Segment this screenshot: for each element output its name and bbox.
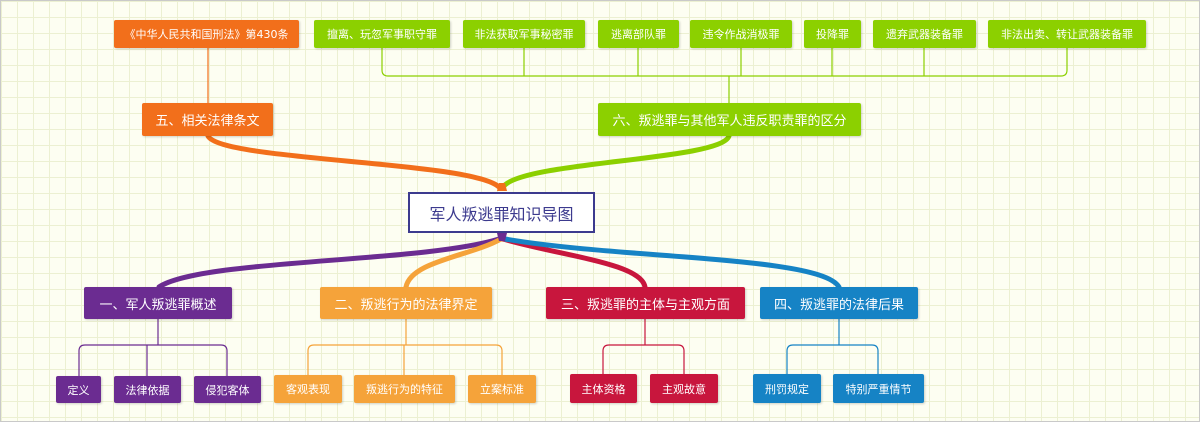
leaf-legal-basis[interactable]: 法律依据 [114, 376, 181, 403]
leaf-desertion[interactable]: 逃离部队罪 [598, 20, 679, 48]
bracket-legal-definition [307, 319, 503, 375]
bracket-distinction [381, 48, 1068, 103]
bracket-subject-and-intent [602, 319, 685, 374]
connector-branch-overview [156, 236, 502, 290]
root-node[interactable]: 军人叛逃罪知识导图 [408, 192, 595, 233]
branch-legal-provisions[interactable]: 五、相关法律条文 [142, 103, 273, 136]
connector-branch-legal-definition [403, 236, 504, 290]
connector-root-stub-top [497, 183, 507, 191]
leaf-illegal-military-secrets[interactable]: 非法获取军事秘密罪 [463, 20, 585, 48]
leaf-selling-weapons[interactable]: 非法出卖、转让武器装备罪 [988, 20, 1146, 48]
branch-legal-consequences[interactable]: 四、叛逃罪的法律后果 [760, 287, 918, 319]
leaf-surrender[interactable]: 投降罪 [804, 20, 861, 48]
connector-branch-legal-provisions [205, 133, 502, 190]
branch-overview[interactable]: 一、军人叛逃罪概述 [84, 287, 232, 319]
connector-branch-legal-consequences [502, 236, 842, 290]
bracket-overview [78, 319, 228, 376]
connector-branch-distinction [500, 133, 732, 190]
leaf-serious-circumstances[interactable]: 特别严重情节 [833, 374, 924, 403]
leaf-disobeying-orders[interactable]: 违令作战消极罪 [690, 20, 792, 48]
leaf-abandoning-weapons[interactable]: 遗弃武器装备罪 [873, 20, 976, 48]
leaf-dereliction-of-duty[interactable]: 擅离、玩忽军事职守罪 [314, 20, 450, 48]
branch-distinction-other-crimes[interactable]: 六、叛逃罪与其他军人违反职责罪的区分 [598, 103, 861, 136]
connector-branch-subject-and-intent [500, 236, 648, 290]
leaf-defection-characteristics[interactable]: 叛逃行为的特征 [354, 375, 455, 403]
leaf-subject-qualification[interactable]: 主体资格 [570, 374, 637, 403]
connector-root-stub-bottom [497, 233, 507, 241]
leaf-subjective-intent[interactable]: 主观故意 [650, 374, 718, 403]
branch-subject-and-intent[interactable]: 三、叛逃罪的主体与主观方面 [546, 287, 745, 319]
leaf-filing-standard[interactable]: 立案标准 [468, 375, 536, 403]
leaf-infringed-object[interactable]: 侵犯客体 [194, 376, 261, 403]
leaf-criminal-law-article-430[interactable]: 《中华人民共和国刑法》第430条 [114, 20, 299, 48]
bracket-legal-consequences [786, 319, 879, 374]
leaf-definition[interactable]: 定义 [56, 376, 101, 403]
leaf-penalty-provisions[interactable]: 刑罚规定 [753, 374, 821, 403]
branch-legal-definition[interactable]: 二、叛逃行为的法律界定 [320, 287, 492, 319]
leaf-objective-manifestation[interactable]: 客观表现 [274, 375, 342, 403]
